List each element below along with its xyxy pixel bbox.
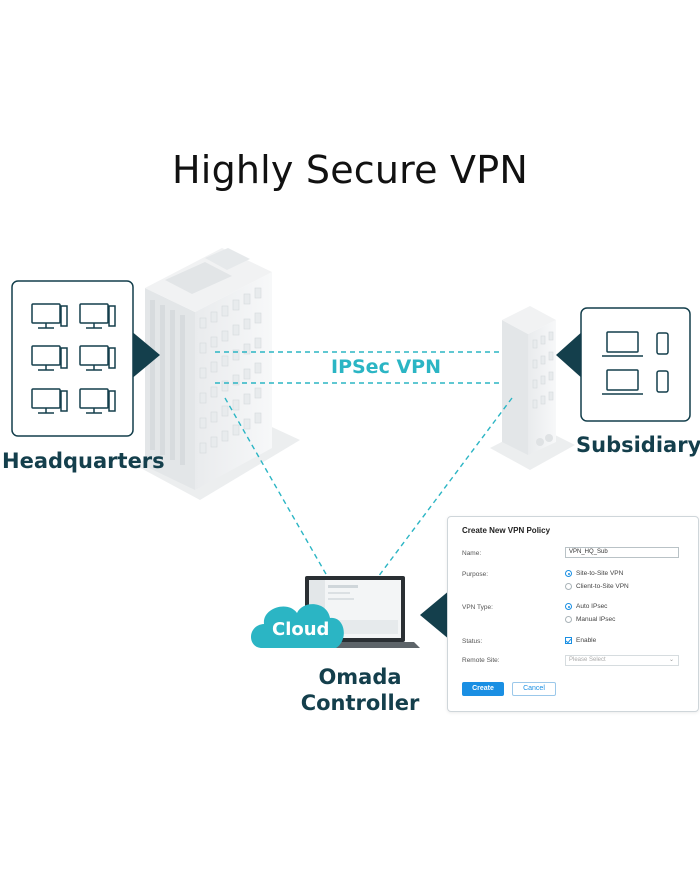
radio-selected-icon [565, 570, 572, 577]
status-enable-checkbox[interactable]: Enable [565, 637, 596, 644]
hq-device-panel [11, 280, 160, 437]
remote-site-placeholder: Please Select [569, 657, 606, 663]
purpose-option-label: Site-to-Site VPN [576, 570, 624, 577]
status-label: Status: [462, 638, 483, 645]
status-enable-label: Enable [576, 637, 597, 644]
name-input[interactable]: VPN_HQ_Sub [565, 547, 679, 558]
radio-unselected-icon [565, 616, 572, 623]
smartphone-icon [656, 332, 669, 393]
purpose-site-to-site-radio[interactable]: Site-to-Site VPN [565, 570, 623, 577]
subsidiary-device-panel [556, 307, 691, 422]
cloud-icon [250, 604, 344, 648]
ipsec-vpn-label: IPSec VPN [331, 356, 441, 378]
purpose-option-label: Client-to-Site VPN [576, 583, 629, 590]
vpn-type-auto-ipsec-radio[interactable]: Auto IPsec [565, 603, 607, 610]
hq-building [145, 248, 272, 490]
page-title: Highly Secure VPN [172, 148, 528, 192]
name-label: Name: [462, 550, 482, 557]
omada-label-line1: Omada [318, 665, 402, 689]
laptop-icon [602, 331, 643, 395]
radio-selected-icon [565, 603, 572, 610]
vpn-type-option-label: Auto IPsec [576, 603, 608, 610]
cloud-label: Cloud [272, 619, 330, 640]
chevron-down-icon: ⌄ [668, 657, 674, 663]
checkbox-checked-icon [565, 637, 572, 644]
remote-site-label: Remote Site: [462, 657, 500, 664]
omada-controller-label: Omada Controller [300, 664, 420, 716]
purpose-label: Purpose: [462, 571, 489, 578]
vpn-type-option-label: Manual IPsec [576, 616, 616, 623]
remote-site-select[interactable]: Please Select ⌄ [565, 655, 679, 666]
vpn-type-manual-ipsec-radio[interactable]: Manual IPsec [565, 616, 615, 623]
headquarters-label: Headquarters [2, 449, 165, 473]
desktop-monitor-icon [31, 303, 116, 414]
vpn-policy-panel: Create New VPN Policy Name: VPN_HQ_Sub P… [447, 516, 699, 712]
create-button[interactable]: Create [462, 682, 504, 696]
omada-label-line2: Controller [300, 691, 420, 715]
vpn-tunnel [215, 351, 513, 596]
vpn-type-label: VPN Type: [462, 604, 493, 611]
radio-unselected-icon [565, 583, 572, 590]
purpose-client-to-site-radio[interactable]: Client-to-Site VPN [565, 583, 629, 590]
cancel-button[interactable]: Cancel [512, 682, 556, 696]
omada-panel-pointer [420, 590, 450, 640]
subsidiary-label: Subsidiary [576, 433, 700, 457]
subsidiary-building [490, 306, 575, 470]
vpn-policy-title: Create New VPN Policy [462, 526, 551, 535]
